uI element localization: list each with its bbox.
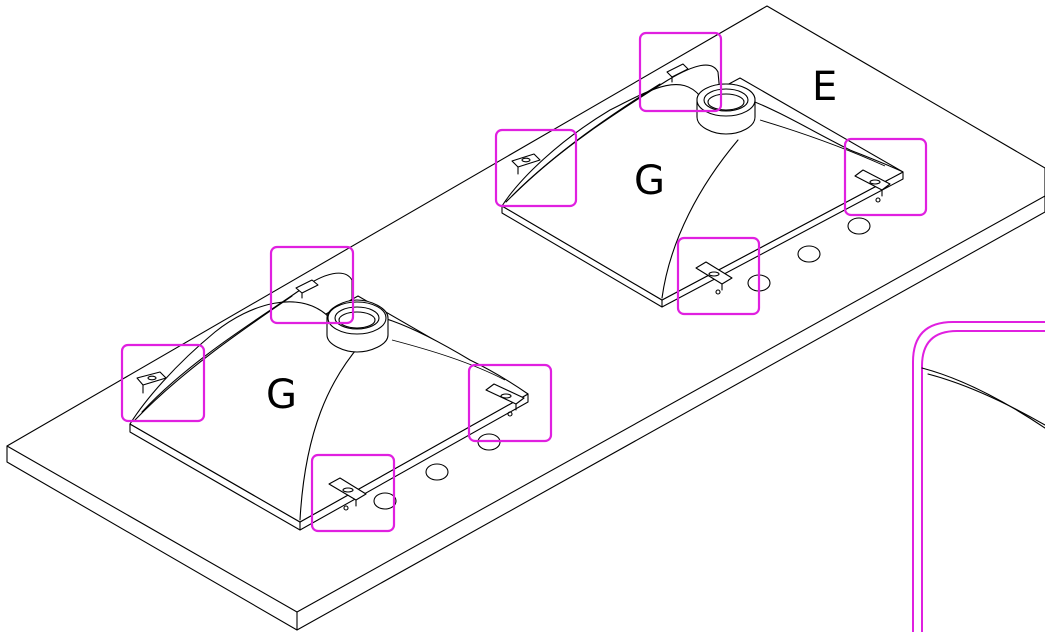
highlight-boxes: [120, 31, 928, 533]
bracket: [666, 63, 689, 83]
highlight-box: [310, 453, 396, 533]
bracket: [328, 477, 367, 511]
bracket: [695, 261, 733, 295]
hole: [847, 217, 871, 235]
bracket: [511, 153, 541, 175]
hood-left-label: G: [266, 372, 297, 418]
bracket: [136, 371, 167, 394]
panel-label: E: [812, 64, 837, 110]
base-panel: [6, 5, 1045, 631]
highlight-box: [467, 363, 553, 443]
bracket: [295, 279, 319, 299]
detail-callout: [912, 321, 1045, 632]
highlight-box: [638, 31, 723, 113]
bracket: [485, 383, 525, 417]
hood-left: G: [129, 272, 529, 531]
highlight-box: [843, 137, 928, 217]
highlight-box: [494, 128, 578, 208]
hood-right: G: [501, 63, 904, 308]
hole: [373, 492, 397, 510]
highlight-box: [676, 236, 761, 316]
highlight-box: [120, 343, 206, 423]
hole: [797, 245, 821, 263]
bracket: [854, 169, 891, 203]
hole: [425, 463, 449, 481]
highlight-box: [269, 245, 355, 325]
hood-right-label: G: [634, 158, 665, 204]
